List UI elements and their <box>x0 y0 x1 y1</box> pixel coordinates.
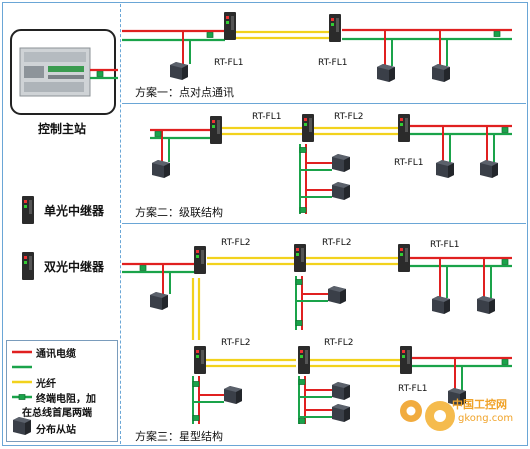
repeater-label: RT-FL1 <box>394 158 424 168</box>
terminator-icon <box>298 418 306 424</box>
controller-station <box>10 29 116 115</box>
left-panel-separator <box>120 4 121 444</box>
legend-terminator-2: 在总线首尾两端 <box>22 408 92 419</box>
dual-repeater-label: 双光中继器 <box>44 260 105 274</box>
repeater-label: RT-FL1 <box>398 384 428 394</box>
scheme1-bottom-border <box>122 103 526 104</box>
slave-station-icon <box>432 64 450 82</box>
terminator-icon <box>295 320 303 326</box>
terminator-icon <box>501 359 509 365</box>
slave-station-icon <box>152 160 170 178</box>
single-repeater-icon <box>22 196 34 224</box>
legend-fiber: 光纤 <box>36 379 56 390</box>
repeater-label: RT-FL2 <box>322 238 352 248</box>
terminator-icon <box>501 259 509 265</box>
slave-station-icon <box>332 182 350 200</box>
repeater-label: RT-FL1 <box>318 58 348 68</box>
slave-station-icon <box>477 296 495 314</box>
legend <box>6 340 118 442</box>
slave-station-icon <box>332 404 350 422</box>
single-repeater-icon <box>210 116 222 144</box>
dual-repeater-icon <box>194 246 206 274</box>
scheme2-network <box>150 114 512 214</box>
watermark-logo <box>400 400 455 431</box>
dual-repeater-icon <box>294 244 306 272</box>
legend-icons <box>12 350 32 435</box>
repeater-label: RT-FL2 <box>221 238 251 248</box>
terminator-icon <box>192 381 200 387</box>
slave-station-icon <box>436 160 454 178</box>
terminator-icon <box>299 207 307 213</box>
terminator-icon <box>139 265 147 271</box>
slave-station-icon <box>328 286 346 304</box>
slave-station-icon <box>224 386 242 404</box>
scheme3-network <box>122 244 512 424</box>
legend-terminator-1: 终端电阻，加 <box>36 394 96 405</box>
legend-slave: 分布从站 <box>36 425 76 436</box>
slave-station-icon <box>150 292 168 310</box>
watermark-text: 中国工控网 <box>452 398 507 411</box>
slave-station-icon <box>332 154 350 172</box>
repeater-label: RT-FL1 <box>214 58 244 68</box>
repeater-label: RT-FL1 <box>252 112 282 122</box>
dual-repeater-icon <box>194 346 206 374</box>
terminator-icon <box>299 147 307 153</box>
single-repeater-icon <box>398 114 410 142</box>
single-repeater-label: 单光中继器 <box>44 204 105 218</box>
terminator-icon <box>154 131 162 137</box>
dual-repeater-icon <box>22 252 34 280</box>
legend-comm-cable: 通讯电缆 <box>36 349 76 360</box>
slave-station-icon <box>170 62 188 80</box>
terminator-icon <box>206 32 214 38</box>
watermark-domain: gkong.com <box>458 413 514 424</box>
terminator-icon <box>295 279 303 285</box>
terminator-icon <box>96 71 104 77</box>
repeater-label: RT-FL2 <box>324 338 354 348</box>
repeater-label: RT-FL2 <box>221 338 251 348</box>
scheme1-title: 方案一：点对点通讯 <box>135 86 234 99</box>
single-repeater-icon <box>398 244 410 272</box>
slave-station-icon <box>332 382 350 400</box>
single-repeater-icon <box>400 346 412 374</box>
scheme2-title: 方案二：级联结构 <box>135 206 223 219</box>
slave-station-icon <box>377 64 395 82</box>
terminator-icon <box>192 415 200 421</box>
terminator-icon <box>501 127 509 133</box>
scheme2-bottom-border <box>122 223 526 224</box>
slave-station-icon <box>480 160 498 178</box>
single-repeater-icon <box>224 12 236 40</box>
repeater-label: RT-FL2 <box>334 112 364 122</box>
terminator-icon <box>493 31 501 37</box>
dual-repeater-icon <box>298 346 310 374</box>
terminator-icon <box>298 379 306 385</box>
controller-label: 控制主站 <box>38 122 87 136</box>
scheme3-title: 方案三：星型结构 <box>135 430 223 443</box>
scheme1-network <box>122 12 512 82</box>
repeater-label: RT-FL1 <box>430 240 460 250</box>
slave-station-icon <box>432 296 450 314</box>
single-repeater-icon <box>329 14 341 42</box>
dual-repeater-icon <box>302 114 314 142</box>
